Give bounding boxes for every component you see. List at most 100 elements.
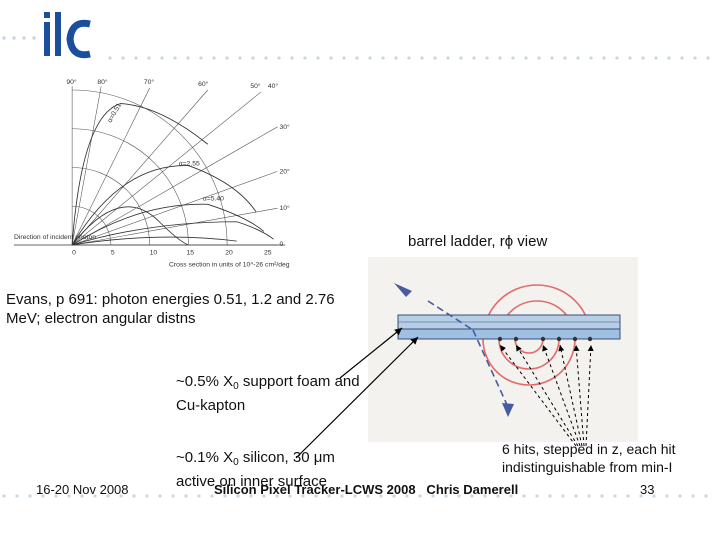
x-tick: 15 — [186, 250, 194, 257]
angle-label: 60° — [198, 80, 209, 88]
footer-dot — [613, 494, 617, 498]
footer-dot — [288, 494, 292, 498]
header-dot — [420, 56, 424, 60]
footer-dot — [665, 494, 669, 498]
header-dot — [160, 56, 164, 60]
footer-dot — [301, 494, 305, 498]
footer-dot — [119, 494, 123, 498]
incident-label: Direction of incident photon — [14, 234, 96, 241]
header-dot — [212, 56, 216, 60]
footer-dot — [15, 494, 19, 498]
header-dot — [602, 56, 606, 60]
footer-dot — [275, 494, 279, 498]
header-dot — [511, 56, 515, 60]
header-dot — [485, 56, 489, 60]
x-tick: 25 — [264, 250, 272, 257]
footer-dot — [314, 494, 318, 498]
hits-caption: 6 hits, stepped in z, each hit indisting… — [502, 441, 676, 475]
footer-dot — [353, 494, 357, 498]
x-tick: 5 — [111, 250, 115, 257]
header-dot — [524, 56, 528, 60]
evans-caption: Evans, p 691: photon energies 0.51, 1.2 … — [6, 291, 335, 327]
header-dot — [329, 56, 333, 60]
footer-title: Silicon Pixel Tracker-LCWS 2008 Chris Da… — [214, 482, 519, 497]
footer-date: 16-20 Nov 2008 — [36, 482, 129, 497]
footer-dot — [561, 494, 565, 498]
footer-dot — [652, 494, 656, 498]
footer-dot — [600, 494, 604, 498]
footer-dot — [639, 494, 643, 498]
footer-dot — [80, 494, 84, 498]
header-dot — [667, 56, 671, 60]
footer-dot — [210, 494, 214, 498]
header-dot — [368, 56, 372, 60]
header-dot — [173, 56, 177, 60]
footer-dot — [197, 494, 201, 498]
angle-label: 20° — [279, 167, 290, 175]
header-dot — [628, 56, 632, 60]
footer-dot — [28, 494, 32, 498]
footer-dot — [392, 494, 396, 498]
header-dot — [537, 56, 541, 60]
header-dot — [394, 56, 398, 60]
footer-dot — [457, 494, 461, 498]
header-dot — [238, 56, 242, 60]
footer-dot — [587, 494, 591, 498]
angle-label: 30° — [279, 123, 290, 131]
footer-dot — [249, 494, 253, 498]
footer-dot — [54, 494, 58, 498]
footer-dot — [236, 494, 240, 498]
footer-dot — [262, 494, 266, 498]
header-dot — [550, 56, 554, 60]
footer-dot — [691, 494, 695, 498]
page-number: 33 — [640, 482, 655, 497]
footer-dot — [509, 494, 513, 498]
header-dot — [589, 56, 593, 60]
header-dot — [615, 56, 619, 60]
header-dot — [264, 56, 268, 60]
header-dot — [472, 56, 476, 60]
support-caption: ~0.5% X0 support foam and Cu-kapton — [176, 373, 360, 414]
angle-label: 10° — [279, 204, 290, 212]
footer-dot — [171, 494, 175, 498]
footer-dot — [93, 494, 97, 498]
header-dot — [654, 56, 658, 60]
header-dot — [251, 56, 255, 60]
footer-dot — [67, 494, 71, 498]
footer-dot — [483, 494, 487, 498]
footer-dot — [366, 494, 370, 498]
angle-label: 50° — [250, 82, 261, 90]
header-dot — [693, 56, 697, 60]
x-tick: 0 — [72, 250, 76, 257]
footer-dot — [132, 494, 136, 498]
barrel-title: barrel ladder, rϕ view — [408, 233, 548, 250]
angle-label: 90° — [66, 78, 77, 86]
angle-label: 70° — [144, 78, 155, 86]
header-dot — [134, 56, 138, 60]
footer-dot — [379, 494, 383, 498]
header-dot — [355, 56, 359, 60]
footer-dots — [2, 494, 708, 498]
ilc-logo — [44, 12, 91, 59]
curve-label: α=2.55 — [179, 161, 200, 168]
header-dot — [225, 56, 229, 60]
footer-dot — [418, 494, 422, 498]
angle-label: 40° — [268, 82, 279, 90]
header-dot — [563, 56, 567, 60]
axis-label: Cross section in units of 10^-26 cm²/deg — [169, 261, 290, 268]
footer-dot — [522, 494, 526, 498]
footer-dot — [158, 494, 162, 498]
footer-dot — [327, 494, 331, 498]
header-dot — [108, 56, 112, 60]
footer-dot — [548, 494, 552, 498]
x-tick: 20 — [225, 250, 233, 257]
footer-dot — [145, 494, 149, 498]
header-dot — [381, 56, 385, 60]
header-dot — [147, 56, 151, 60]
footer-dot — [678, 494, 682, 498]
header-dot — [277, 56, 281, 60]
footer-dot — [405, 494, 409, 498]
silicon-caption: ~0.1% X0 silicon, 30 μm active on inner … — [176, 449, 335, 490]
footer-dot — [626, 494, 630, 498]
footer-dot — [2, 494, 6, 498]
